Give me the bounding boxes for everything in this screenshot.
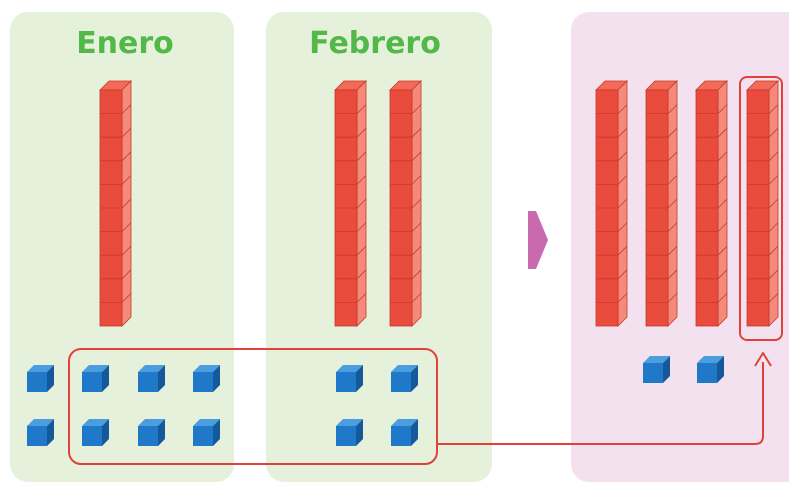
unit-cube	[82, 419, 109, 446]
unit-cube	[27, 419, 54, 446]
unit-cube	[336, 419, 363, 446]
regrouped-ten-rod	[746, 80, 779, 327]
panel-febrero	[266, 12, 492, 482]
ten-rod	[389, 80, 422, 327]
title-febrero: Febrero	[309, 26, 441, 61]
ten-rod	[645, 80, 678, 327]
ten-rod	[334, 80, 367, 327]
title-enero: Enero	[76, 26, 174, 61]
unit-cube	[138, 365, 165, 392]
regroup-arrow-icon	[437, 352, 772, 445]
base-ten-diagram	[27, 76, 783, 465]
ten-rod	[595, 80, 628, 327]
unit-cube	[82, 365, 109, 392]
regrouped-rod-outline	[739, 76, 783, 341]
unit-cube	[193, 419, 220, 446]
unit-cube	[697, 356, 724, 383]
unit-cube	[193, 365, 220, 392]
ten-rod	[99, 80, 132, 327]
ten-cubes-group-outline	[68, 348, 438, 465]
unit-cube	[138, 419, 165, 446]
unit-cube	[391, 419, 418, 446]
unit-cube	[643, 356, 670, 383]
unit-cube	[336, 365, 363, 392]
right-arrow-icon	[528, 211, 548, 269]
unit-cube	[391, 365, 418, 392]
ten-rod	[695, 80, 728, 327]
unit-cube	[27, 365, 54, 392]
